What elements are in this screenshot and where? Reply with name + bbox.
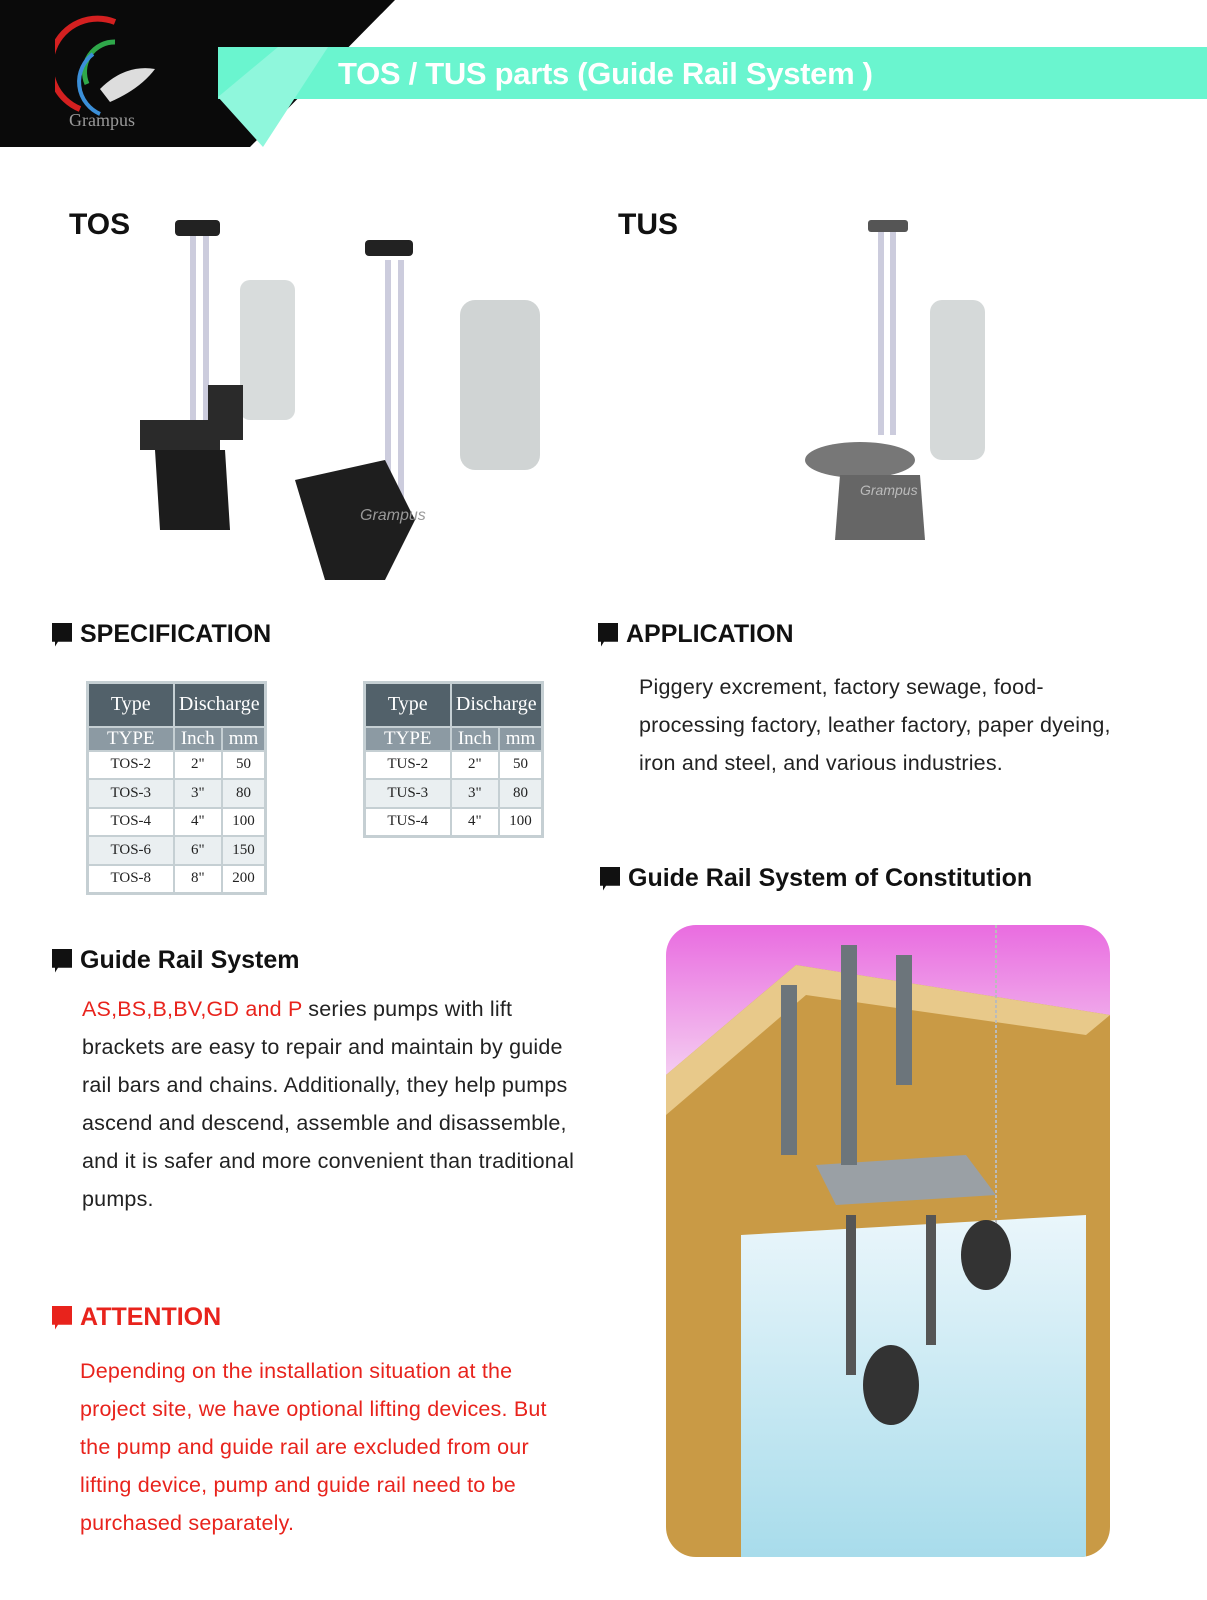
col-type: Type: [363, 681, 452, 728]
cell: TOS-8: [86, 863, 175, 894]
cell: TOS-2: [86, 749, 175, 780]
cell: TUS-3: [363, 778, 452, 809]
col-discharge: Discharge: [449, 681, 544, 728]
sub-mm: mm: [221, 725, 267, 752]
guide-rail-body: series pumps with lift brackets are easy…: [82, 997, 575, 1211]
title-banner: [218, 47, 1207, 99]
cell: 100: [498, 806, 544, 837]
tos-product-image: Grampus: [140, 220, 540, 580]
bookmark-icon: [52, 948, 72, 973]
cell: 150: [221, 835, 267, 866]
attention-heading: ATTENTION: [52, 1303, 221, 1332]
specification-heading: SPECIFICATION: [52, 620, 271, 649]
heading-text: ATTENTION: [80, 1303, 222, 1331]
sub-mm: mm: [498, 725, 544, 752]
cell: 200: [221, 863, 267, 894]
col-discharge: Discharge: [172, 681, 267, 728]
grampus-logo: Grampus: [55, 15, 155, 130]
cell: 8": [172, 863, 223, 894]
cell: 80: [498, 778, 544, 809]
bookmark-icon: [52, 622, 72, 647]
sub-type: TYPE: [363, 725, 452, 752]
guide-rail-text: AS,BS,B,BV,GD and P series pumps with li…: [82, 990, 582, 1218]
cell: 4": [172, 806, 223, 837]
heading-text: SPECIFICATION: [80, 620, 272, 648]
cell: TOS-6: [86, 835, 175, 866]
cell: 6": [172, 835, 223, 866]
guide-rail-heading: Guide Rail System: [52, 946, 300, 975]
cell: 2": [449, 749, 500, 780]
cell: 3": [172, 778, 223, 809]
bookmark-icon: [52, 1305, 72, 1330]
guide-rail-constitution-diagram: [666, 925, 1110, 1557]
cell: 100: [221, 806, 267, 837]
page-title: TOS / TUS parts (Guide Rail System ): [338, 56, 873, 91]
sub-type: TYPE: [86, 725, 175, 752]
sub-inch: Inch: [172, 725, 223, 752]
constitution-heading: Guide Rail System of Constitution: [600, 864, 1032, 893]
cell: 4": [449, 806, 500, 837]
attention-text: Depending on the installation situation …: [80, 1359, 547, 1535]
cell: 2": [172, 749, 223, 780]
svg-text:Grampus: Grampus: [360, 507, 426, 524]
cell: 80: [221, 778, 267, 809]
cell: 3": [449, 778, 500, 809]
svg-text:Grampus: Grampus: [69, 110, 135, 130]
col-type: Type: [86, 681, 175, 728]
cell: 50: [498, 749, 544, 780]
svg-text:Grampus: Grampus: [860, 482, 918, 498]
heading-text: APPLICATION: [626, 620, 794, 648]
heading-text: Guide Rail System of Constitution: [628, 864, 1033, 892]
series-highlight: AS,BS,B,BV,GD and P: [82, 997, 303, 1021]
cell: TUS-2: [363, 749, 452, 780]
bookmark-icon: [600, 866, 620, 891]
tus-label: TUS: [618, 208, 678, 241]
cell: 50: [221, 749, 267, 780]
application-text: Piggery excrement, factory sewage, food-…: [639, 675, 1111, 775]
cell: TUS-4: [363, 806, 452, 837]
tos-label: TOS: [69, 208, 131, 241]
cell: TOS-3: [86, 778, 175, 809]
sub-inch: Inch: [449, 725, 500, 752]
tus-product-image: Grampus: [805, 220, 985, 540]
cell: TOS-4: [86, 806, 175, 837]
application-heading: APPLICATION: [598, 620, 794, 649]
heading-text: Guide Rail System: [80, 946, 300, 974]
bookmark-icon: [598, 622, 618, 647]
